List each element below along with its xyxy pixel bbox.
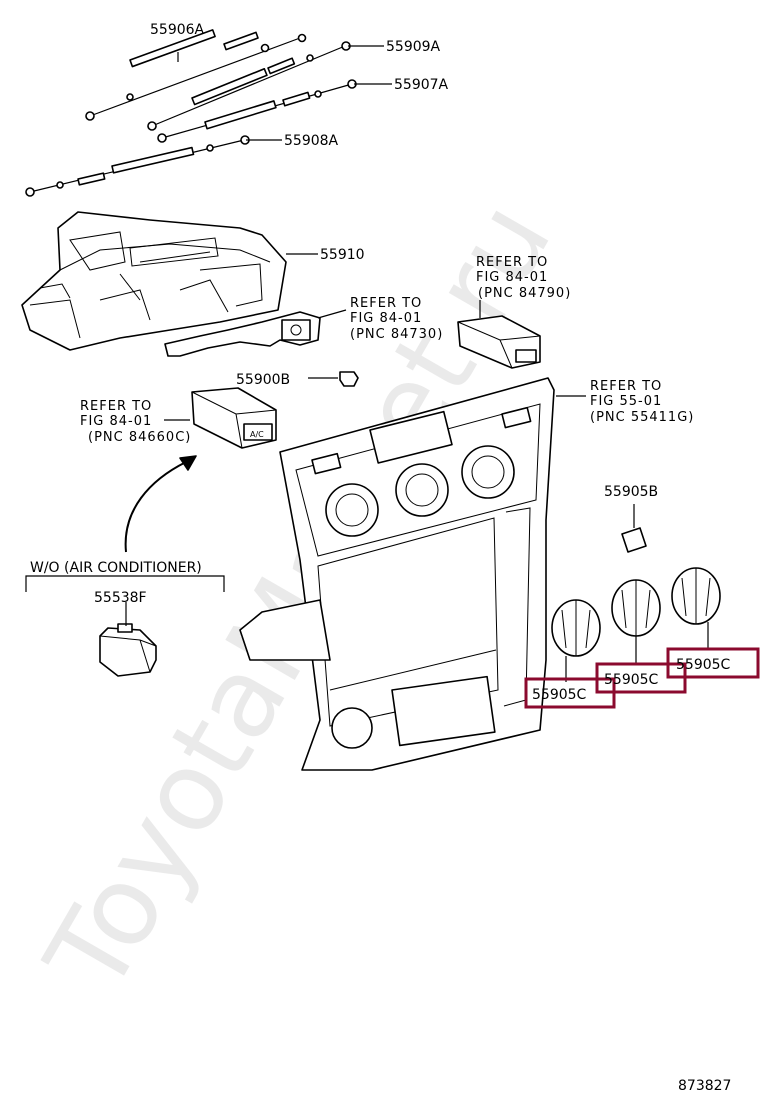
- ref-55411G-line3: (PNC 55411G): [590, 410, 694, 425]
- label-55907A: 55907A: [394, 77, 449, 93]
- knob-55905C-3: [671, 567, 721, 650]
- cable-55909A: [147, 41, 351, 131]
- label-55538F: 55538F: [94, 590, 147, 606]
- label-variant-note: W/O (AIR CONDITIONER): [30, 560, 202, 576]
- arrow-to-84660C: [124, 455, 197, 553]
- ref-84730-line3: (PNC 84730): [350, 327, 443, 342]
- switch-84790: [457, 315, 541, 369]
- ref-55411G-line2: FIG 55-01: [590, 394, 662, 409]
- ref-84790-line3: (PNC 84790): [478, 286, 571, 301]
- center-cluster-panel: [239, 377, 555, 771]
- label-55909A: 55909A: [386, 39, 441, 55]
- diagram-number: 873827: [678, 1078, 731, 1094]
- ac-switch-label: A/C: [250, 430, 264, 439]
- label-55905C-2[interactable]: 55905C: [604, 672, 659, 688]
- ref-55411G-line1: REFER TO: [590, 379, 662, 394]
- switch-84660C: A/C: [191, 387, 277, 449]
- ref-84660C-line3: (PNC 84660C): [88, 430, 191, 445]
- clip-55900B: [308, 371, 359, 387]
- knob-55905B: [621, 504, 647, 553]
- switch-55538F: [99, 623, 157, 677]
- ref-84790-line1: REFER TO: [476, 255, 548, 270]
- leader-84730: [317, 309, 347, 319]
- cable-55907A: [157, 79, 357, 143]
- ref-84660C-line2: FIG 84-01: [80, 414, 152, 429]
- knob-55905C-1: [551, 599, 601, 682]
- label-55910: 55910: [320, 247, 365, 263]
- knob-55905C-2: [611, 579, 661, 664]
- variant-bracket: [25, 575, 225, 626]
- label-55905C-1[interactable]: 55905C: [532, 687, 587, 703]
- highlight-box-55905C-3: [666, 647, 760, 679]
- heater-control-assembly: [21, 211, 321, 357]
- label-55900B: 55900B: [236, 372, 290, 388]
- ref-84730-line2: FIG 84-01: [350, 311, 422, 326]
- ref-84790-line2: FIG 84-01: [476, 270, 548, 285]
- label-55906A: 55906A: [150, 22, 205, 38]
- label-55905C-3[interactable]: 55905C: [676, 657, 731, 673]
- cable-55906A: [85, 29, 307, 121]
- ref-84660C-line1: REFER TO: [80, 399, 152, 414]
- ref-84730-line1: REFER TO: [350, 296, 422, 311]
- cable-55908A: [25, 135, 250, 197]
- label-55905B: 55905B: [604, 484, 658, 500]
- label-55908A: 55908A: [284, 133, 339, 149]
